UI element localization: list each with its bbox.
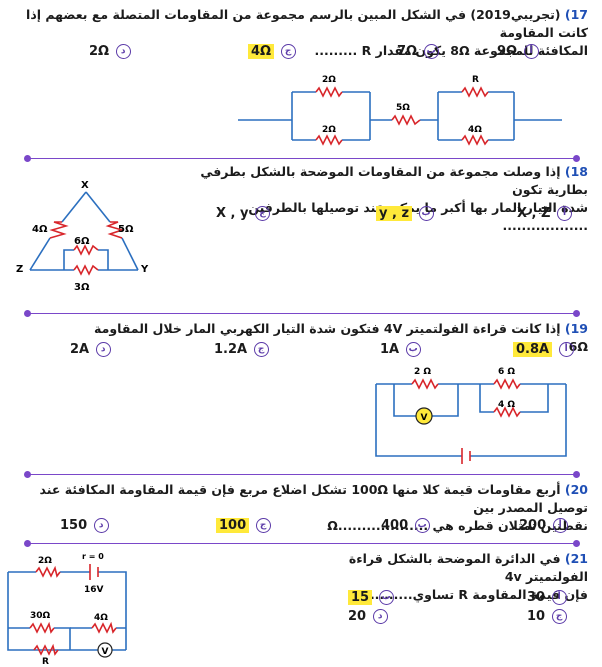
- option-marker-icon: د: [95, 342, 111, 357]
- q17-option-b[interactable]: 7Ω ب: [397, 44, 439, 59]
- q21-option-b[interactable]: 15 ب: [348, 590, 394, 605]
- q18-node-z-label: Z: [16, 264, 23, 275]
- q17-text: 17) (تجريبي2019) في الشكل المبين بالرسم …: [8, 6, 588, 60]
- q19-text: 19) إذا كانت قراءة الفولتميتر 4V فتكون ش…: [88, 320, 588, 356]
- separator-divider: [24, 309, 580, 317]
- q17-option-d[interactable]: 2Ω د: [89, 44, 131, 59]
- q18-node-x-label: X: [81, 180, 89, 191]
- q18-triangle-diagram: X Z Y 4Ω 5Ω 6Ω 3Ω: [16, 180, 149, 293]
- option-marker-icon: أ: [551, 590, 567, 605]
- q21-r-mid-label: 30Ω: [30, 611, 51, 621]
- q18-text: 18) إذا وصلت مجموعة من المقاومات الموضحة…: [168, 163, 588, 235]
- q21-emf-label: 16V: [84, 585, 104, 595]
- q20-number: 20): [564, 482, 588, 497]
- option-marker-icon: ب: [423, 44, 439, 59]
- option-marker-icon: ج: [255, 518, 271, 533]
- option-marker-icon: أ: [558, 342, 574, 357]
- q19-r-right-top-label: 6 Ω: [498, 367, 515, 377]
- q20-line2: نقطتين تمثلان قطره هي ..................…: [327, 518, 588, 533]
- q18-line2: شدة التيار المار بها أكبر ما يمكن عند تو…: [248, 200, 588, 233]
- option-marker-icon: أ: [556, 206, 572, 221]
- option-marker-icon: ج: [255, 206, 271, 221]
- q18-r-right-label: 5Ω: [118, 224, 134, 235]
- option-marker-icon: ب: [378, 590, 394, 605]
- option-marker-icon: ب: [418, 206, 434, 221]
- q18-r-left-label: 4Ω: [32, 224, 48, 235]
- q19-option-c[interactable]: 1.2A ج: [214, 342, 269, 357]
- q17-line2: المكافئة للمجموعة 8Ω يكون مقدار R ......…: [314, 43, 588, 58]
- q17-number: 17): [564, 7, 588, 22]
- q21-option-d[interactable]: 20 د: [348, 609, 388, 624]
- separator-divider: [24, 154, 580, 162]
- q20-option-d[interactable]: 150 د: [60, 518, 109, 533]
- q17-r-bottom-right-label: 4Ω: [468, 125, 482, 135]
- option-marker-icon: ب: [405, 342, 421, 357]
- q20-option-a[interactable]: 200 أ: [519, 518, 568, 533]
- q17-option-c[interactable]: 4Ω ج: [248, 44, 296, 59]
- q18-r-inner-label: 6Ω: [74, 236, 90, 247]
- q20-option-b[interactable]: 400 ب: [381, 518, 430, 533]
- option-marker-icon: ب: [414, 518, 430, 533]
- option-marker-icon: ج: [253, 342, 269, 357]
- option-marker-icon: د: [372, 609, 388, 624]
- q19-number: 19): [564, 321, 588, 336]
- q19-line1: إذا كانت قراءة الفولتميتر 4V فتكون شدة ا…: [94, 321, 588, 354]
- q19-voltmeter-label: V: [421, 413, 428, 423]
- q21-circuit-diagram: V 2Ω r = 0 16V 30Ω 4Ω R: [7, 552, 127, 666]
- q20-option-c[interactable]: 100 ج: [216, 518, 271, 533]
- q18-line1: إذا وصلت مجموعة من المقاومات الموضحة بال…: [200, 164, 588, 197]
- q17-r-bottom-left-label: 2Ω: [322, 125, 336, 135]
- q18-option-b[interactable]: y , z ب: [376, 206, 434, 221]
- option-marker-icon: د: [115, 44, 131, 59]
- q17-option-a[interactable]: 9Ω أ: [497, 44, 539, 59]
- q19-r-left-label: 2 Ω: [414, 367, 431, 377]
- q17-line1: (تجريبي2019) في الشكل المبين بالرسم مجمو…: [26, 7, 588, 40]
- option-marker-icon: د: [93, 518, 109, 533]
- separator-divider: [24, 470, 580, 478]
- q21-number: 21): [564, 551, 588, 566]
- q18-r-bottom-label: 3Ω: [74, 282, 90, 293]
- q21-r-bottom-label: R: [42, 657, 49, 666]
- q20-line1: أربع مقاومات قيمة كلا منها 100Ω تشكل اضل…: [39, 482, 588, 515]
- separator-divider: [24, 539, 580, 547]
- q21-voltmeter-label: V: [102, 647, 109, 657]
- q18-node-y-label: Y: [140, 264, 149, 275]
- q17-r-top-right-label: R: [472, 75, 479, 85]
- q18-option-a[interactable]: X , Z أ: [517, 206, 572, 221]
- q19-r-right-bottom-label: 4 Ω: [498, 400, 515, 410]
- q19-option-d[interactable]: 2A د: [70, 342, 111, 357]
- q21-r-right-label: 4Ω: [94, 613, 108, 623]
- q19-circuit-diagram: V 2 Ω 6 Ω 4 Ω: [375, 367, 567, 464]
- option-marker-icon: أ: [523, 44, 539, 59]
- q17-r-middle-label: 5Ω: [396, 103, 410, 113]
- option-marker-icon: أ: [552, 518, 568, 533]
- q21-r-internal-label: r = 0: [82, 552, 104, 561]
- q20-text: 20) أربع مقاومات قيمة كلا منها 100Ω تشكل…: [8, 481, 588, 535]
- q18-number: 18): [564, 164, 588, 179]
- q18-option-c[interactable]: X , y ج: [216, 206, 271, 221]
- q21-option-c[interactable]: 10 ج: [527, 609, 567, 624]
- q21-line1: في الدائرة الموضحة بالشكل قراءة الفولتمي…: [348, 551, 588, 584]
- option-marker-icon: ج: [280, 44, 296, 59]
- q21-voltmeter-icon: [97, 642, 113, 658]
- q19-option-b[interactable]: 1A ب: [380, 342, 421, 357]
- q17-r-top-left-label: 2Ω: [322, 75, 336, 85]
- q21-r-top-label: 2Ω: [38, 556, 52, 566]
- q21-option-a[interactable]: 30 أ: [527, 590, 567, 605]
- q17-circuit-diagram: 2Ω 2Ω 5Ω R 4Ω: [238, 75, 562, 146]
- q19-voltmeter-icon: [415, 407, 433, 425]
- q19-option-a[interactable]: 0.8A أ: [513, 342, 574, 357]
- option-marker-icon: ج: [551, 609, 567, 624]
